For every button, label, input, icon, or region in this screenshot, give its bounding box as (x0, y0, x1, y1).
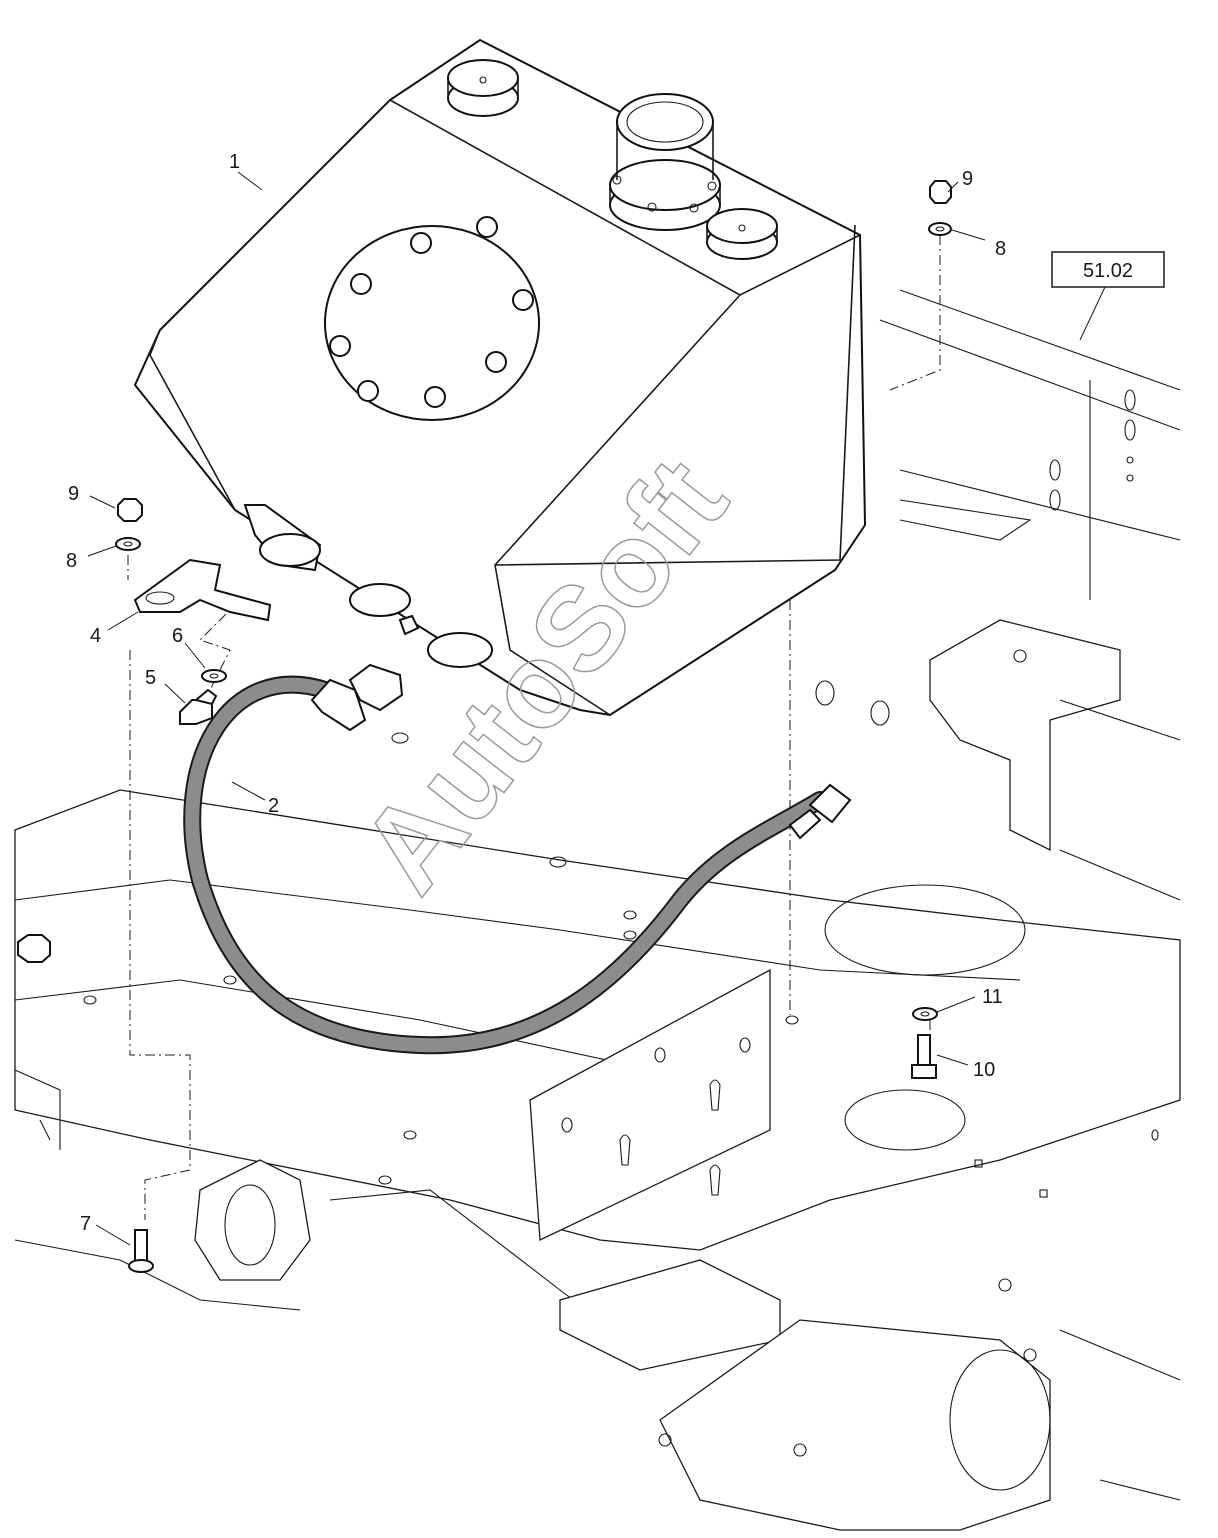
top-plug (447, 59, 519, 117)
cover-bolts (329, 216, 534, 408)
top-breather (706, 208, 778, 260)
callout-6: 6 (172, 625, 183, 647)
callout-11: 11 (982, 986, 1003, 1008)
callout-5: 5 (145, 667, 156, 689)
filler-cap (609, 93, 721, 231)
chassis-frame (14, 289, 1181, 1531)
callout-10: 10 (973, 1059, 995, 1081)
callout-4: 4 (90, 625, 101, 647)
callout-leaders (87, 171, 986, 1246)
bottom-ports (243, 504, 493, 668)
reference-label: 51.02 (1083, 260, 1133, 282)
callout-9-right: 9 (962, 168, 973, 190)
callout-1: 1 (229, 151, 240, 173)
reference-box: 51.02 (1051, 251, 1165, 341)
callouts: 1 2 4 5 6 7 8 8 9 9 10 11 (66, 151, 1006, 1235)
mounting-bracket (133, 558, 272, 622)
callout-7: 7 (80, 1213, 91, 1235)
hydraulic-hose (183, 663, 852, 1055)
hardware (115, 180, 952, 1273)
callout-2: 2 (268, 795, 279, 817)
callout-8-right: 8 (995, 238, 1006, 260)
callout-9-left: 9 (68, 483, 79, 505)
callout-8-left: 8 (66, 550, 77, 572)
hydraulic-tank (133, 38, 867, 717)
